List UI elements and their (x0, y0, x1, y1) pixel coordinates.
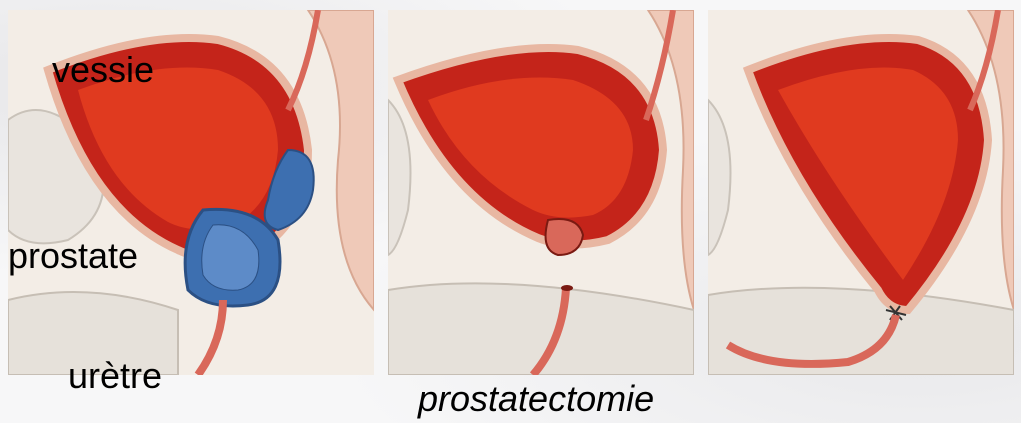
caption: prostatectomie (418, 378, 654, 420)
label-urethra: urètre (68, 358, 162, 394)
anatomy-illustration-anastomosis (708, 10, 1014, 375)
panel-anastomosis (708, 10, 1014, 375)
label-bladder: vessie (52, 52, 154, 88)
urethra-cut-end (561, 285, 573, 291)
label-prostate: prostate (8, 238, 138, 274)
panel-prostate-removed (388, 10, 694, 375)
anatomy-illustration-removed (388, 10, 694, 375)
